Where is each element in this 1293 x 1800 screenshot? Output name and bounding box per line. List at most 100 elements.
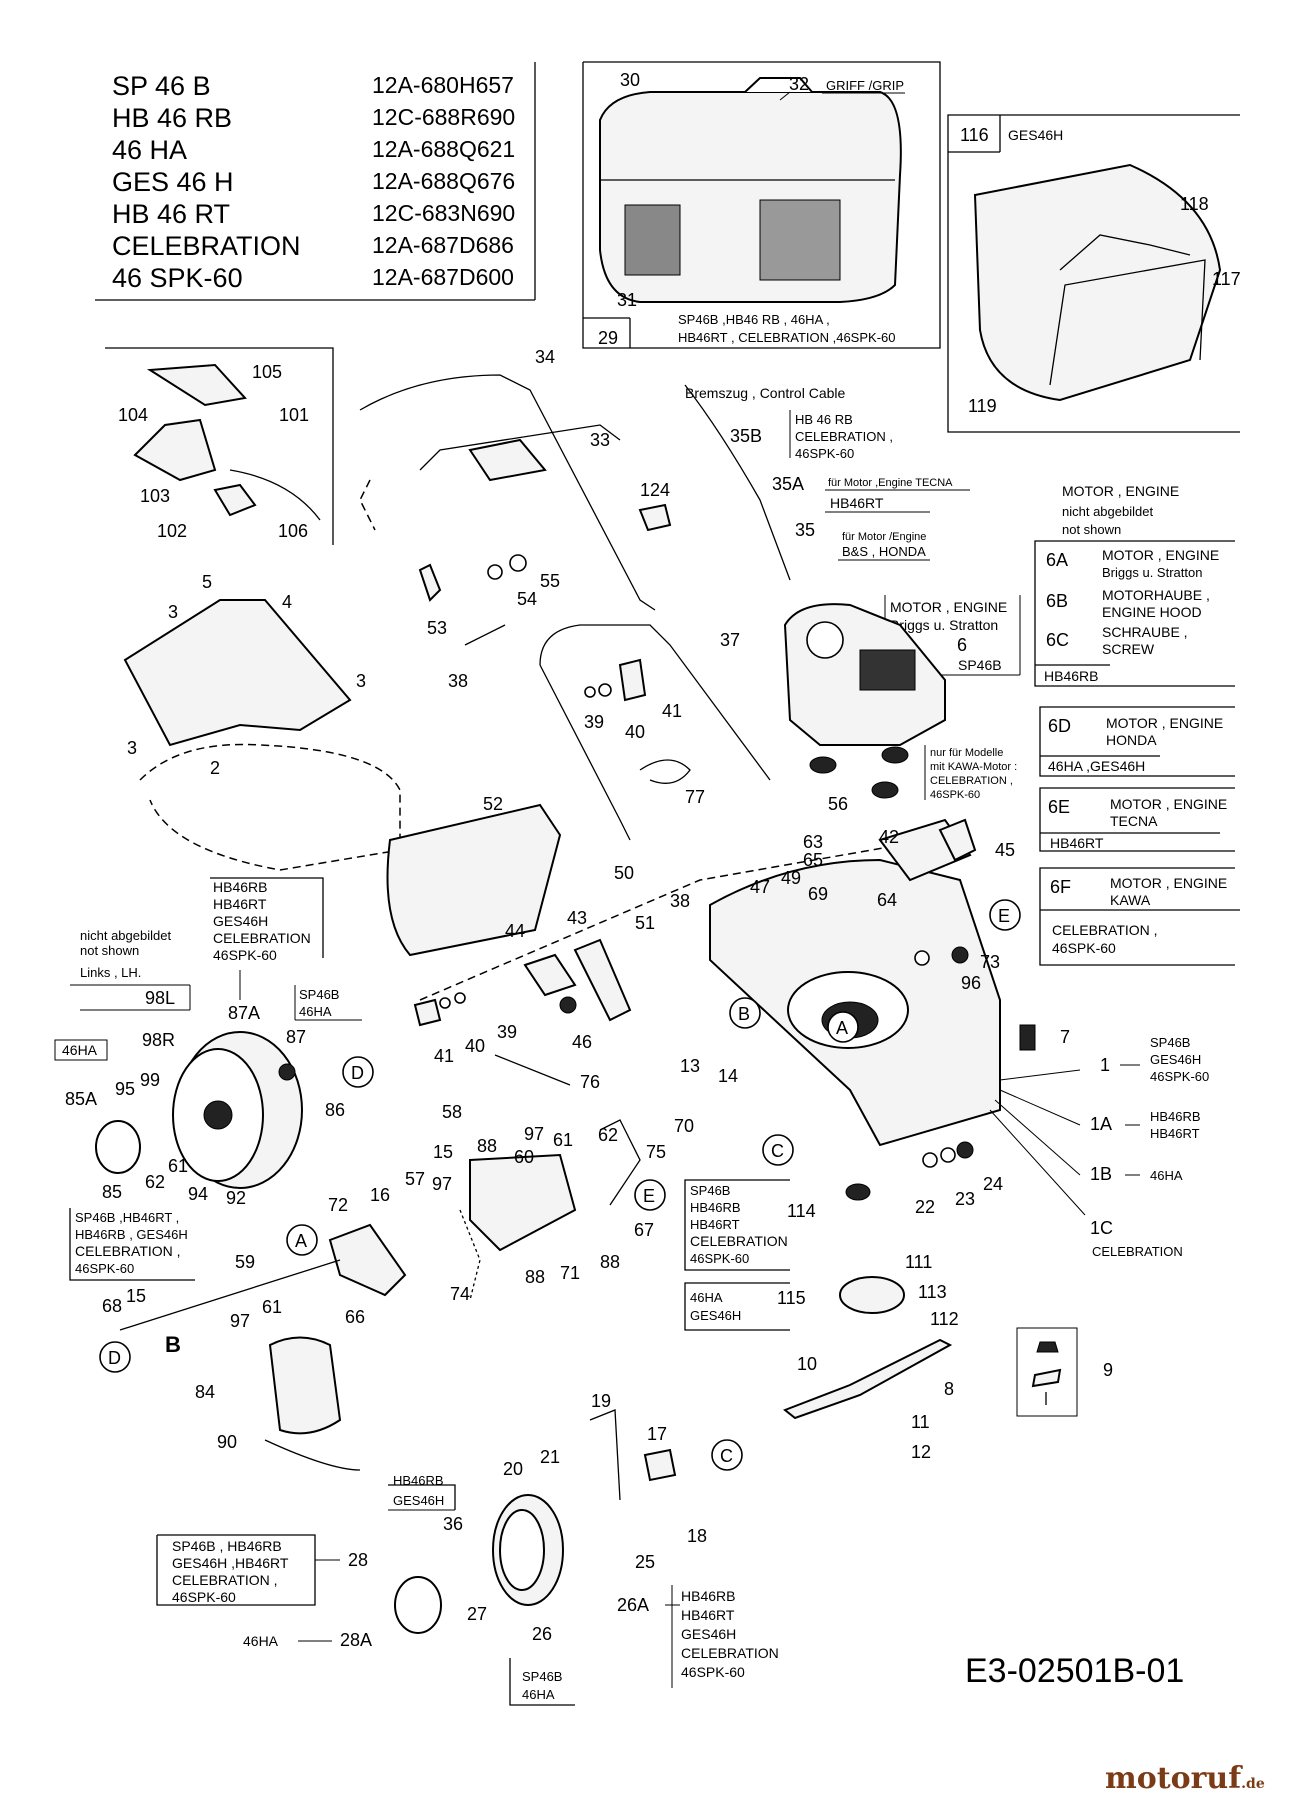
note-wheel-models: CELEBRATION bbox=[213, 930, 311, 946]
part-label-55: 55 bbox=[540, 571, 560, 591]
part-label-88: 88 bbox=[525, 1267, 545, 1287]
part-label-43: 43 bbox=[567, 908, 587, 928]
bracket-45 bbox=[938, 818, 977, 862]
part-label-22: 22 bbox=[915, 1197, 935, 1217]
note-35: für Motor /Engine bbox=[842, 531, 926, 543]
part-label-98R: 98R bbox=[142, 1030, 175, 1050]
engine-6f-model: 46SPK-60 bbox=[1052, 940, 1116, 956]
svg-text:E: E bbox=[643, 1186, 655, 1206]
part-53-drawing bbox=[418, 563, 442, 602]
engine-pulley bbox=[806, 621, 844, 659]
handle-fasteners-section: 55 54 53 38 bbox=[418, 554, 560, 691]
hub-cap-85 bbox=[95, 1120, 141, 1174]
fw-top-box bbox=[388, 1484, 456, 1510]
bag-box bbox=[582, 61, 941, 349]
part-102-drawing bbox=[213, 483, 257, 517]
part-label-34: 34 bbox=[535, 347, 555, 367]
part-label-39: 39 bbox=[497, 1022, 517, 1042]
engine-6e-label: TECNA bbox=[1110, 813, 1158, 829]
part-label-50: 50 bbox=[614, 863, 634, 883]
plate-17 bbox=[643, 1448, 677, 1482]
nut-73 bbox=[951, 946, 969, 964]
engine-abc-model: HB46RB bbox=[1044, 668, 1098, 684]
engine-key-6A: 6A bbox=[1046, 550, 1068, 570]
part-label-24: 24 bbox=[983, 1174, 1003, 1194]
washer-39 bbox=[584, 686, 596, 698]
callout-D: D bbox=[342, 1056, 374, 1088]
part-label-92: 92 bbox=[226, 1188, 246, 1208]
part-label-25: 25 bbox=[635, 1552, 655, 1572]
note-hub-models: SP46B ,HB46RT , bbox=[75, 1210, 179, 1225]
model-code: 12A-688Q621 bbox=[372, 136, 515, 162]
part-label-45: 45 bbox=[995, 840, 1015, 860]
ges-bag-handle bbox=[1059, 234, 1191, 271]
engine-6b-label: MOTORHAUBE , bbox=[1102, 587, 1210, 603]
part-label-85: 85 bbox=[102, 1182, 122, 1202]
lever-62 bbox=[599, 1119, 641, 1206]
svg-text:D: D bbox=[351, 1063, 364, 1083]
engine-key-6E: 6E bbox=[1048, 797, 1070, 817]
note-front-wheel-26a: 46SPK-60 bbox=[681, 1664, 745, 1680]
engine-box-d bbox=[1039, 706, 1235, 777]
part-label-74: 74 bbox=[450, 1284, 470, 1304]
part-label-33: 33 bbox=[590, 430, 610, 450]
part-label-117: 117 bbox=[1212, 269, 1241, 289]
part-label-114: 114 bbox=[787, 1201, 816, 1221]
engine-6d-model: 46HA ,GES46H bbox=[1048, 758, 1145, 774]
dashed-guide bbox=[359, 479, 376, 531]
control-cable-section: Bremszug , Control Cable 35B HB 46 RB CE… bbox=[684, 384, 970, 581]
note-front-wheel-26a: HB46RT bbox=[681, 1607, 735, 1623]
part-label-53: 53 bbox=[427, 618, 447, 638]
drawing-code: E3-02501B-01 bbox=[965, 1652, 1184, 1690]
callout-markers: A A B B C C D D E E bbox=[99, 899, 1021, 1471]
svg-text:A: A bbox=[295, 1231, 307, 1251]
part-label-12: 12 bbox=[911, 1442, 931, 1462]
part-label-52: 52 bbox=[483, 794, 503, 814]
ha-box bbox=[54, 1039, 108, 1061]
knob-41b bbox=[413, 998, 442, 1027]
note-front-wheel-26a: GES46H bbox=[681, 1626, 736, 1642]
part-label-54: 54 bbox=[517, 589, 537, 609]
part-9-drawing bbox=[1031, 1368, 1062, 1388]
part-label-65: 65 bbox=[803, 850, 823, 870]
part-label-85A: 85A bbox=[65, 1089, 97, 1109]
note-engine-not-shown: MOTOR , ENGINE bbox=[1062, 483, 1179, 499]
deck-outline-dashed bbox=[139, 743, 401, 871]
note-engine-bs: MOTOR , ENGINE bbox=[890, 599, 1007, 615]
part-label-112: 112 bbox=[930, 1309, 959, 1329]
note-front-wheel-26a: HB46RB bbox=[681, 1588, 735, 1604]
washer-56 bbox=[881, 746, 909, 764]
note-kawa: nur für Modelle bbox=[930, 747, 1003, 759]
note-deck-1: SP46B bbox=[1150, 1035, 1190, 1050]
part-label-119: 119 bbox=[968, 396, 997, 416]
part-label-116: 116 bbox=[960, 125, 989, 145]
callout-A: A bbox=[827, 1011, 859, 1043]
note-hub-models: 46SPK-60 bbox=[75, 1261, 134, 1276]
part-label-98L: 98L bbox=[145, 988, 175, 1008]
knob-55 bbox=[509, 554, 527, 572]
model-name: GES 46 H bbox=[112, 167, 234, 197]
rear-wheel-section: HB46RB HB46RT GES46H CELEBRATION 46SPK-6… bbox=[54, 877, 362, 1281]
part-label-47: 47 bbox=[750, 877, 770, 897]
adapter-box-a bbox=[684, 1179, 790, 1271]
part-label-56: 56 bbox=[828, 794, 848, 814]
svg-text:C: C bbox=[720, 1446, 733, 1466]
part-label-44: 44 bbox=[505, 921, 525, 941]
washer-40b bbox=[439, 997, 451, 1009]
model-code: 12A-687D686 bbox=[372, 232, 514, 258]
part-label-67: 67 bbox=[634, 1220, 654, 1240]
part-label-18: 18 bbox=[687, 1526, 707, 1546]
note-deck-1b: 46HA bbox=[1150, 1168, 1183, 1183]
callout-D: D bbox=[99, 1341, 131, 1373]
fw-26-box bbox=[509, 1658, 575, 1706]
part-label-75: 75 bbox=[646, 1142, 666, 1162]
part-label-10: 10 bbox=[797, 1354, 817, 1374]
part-label-61: 61 bbox=[553, 1130, 573, 1150]
part-label-73: 73 bbox=[980, 952, 1000, 972]
part-label-38: 38 bbox=[448, 671, 468, 691]
engine-table: MOTOR , ENGINE nicht abgebildet not show… bbox=[1034, 483, 1240, 966]
clip-77 bbox=[639, 759, 691, 784]
mower-deck-section: 47 49 63 65 69 42 45 64 73 96 13 14 7 1 … bbox=[680, 818, 1209, 1259]
engine-box-e bbox=[1039, 787, 1235, 852]
